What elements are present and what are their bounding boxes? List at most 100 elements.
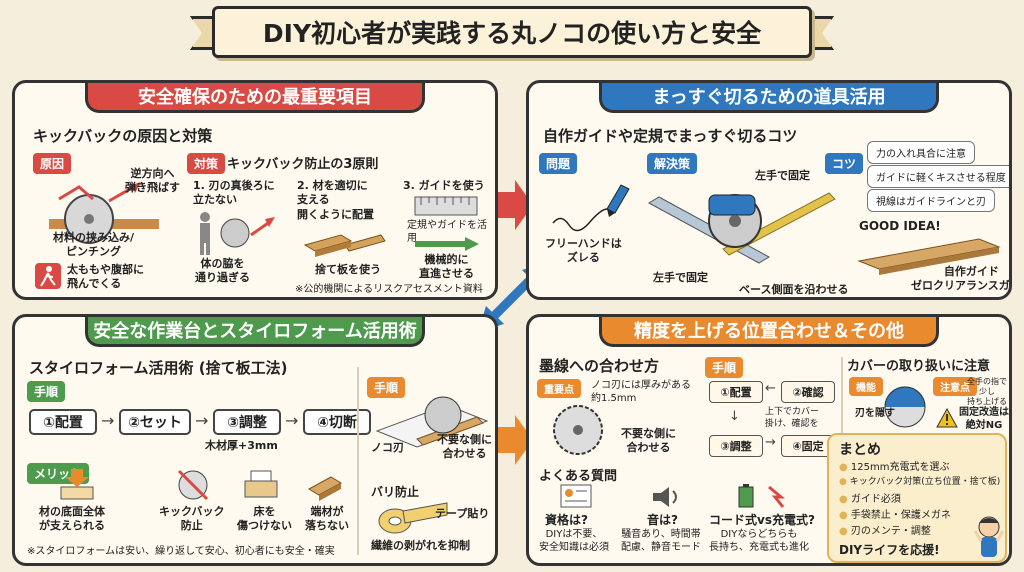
- person-cheer-icon: [973, 516, 1005, 557]
- pen-drawing-icon: [552, 184, 630, 232]
- problem-tag: 問題: [539, 153, 578, 174]
- summary-item-3: ● ガイド必須: [839, 494, 901, 505]
- tip-2: ガイドに軽くキスさせる程度: [867, 165, 1009, 188]
- flow-arrow-1: ←: [765, 381, 776, 396]
- summary-item-2: ● キックバック対策(立ち位置・捨て板): [839, 477, 1001, 487]
- cause-tag: 原因: [33, 153, 72, 174]
- kickback-panel-header: 安全確保のための最重要項目: [85, 83, 425, 113]
- bullet-icon: ●: [839, 494, 851, 505]
- arrow-right-orange-icon: [493, 415, 533, 465]
- fiber-text: 繊維の剥がれを抑制: [371, 539, 470, 552]
- guide-text: 自作ガイド ゼロクリアランスガイド: [911, 265, 1010, 292]
- precision-header: 精度を上げる位置合わせ＆その他: [599, 317, 939, 347]
- step-4: ④切断: [303, 409, 371, 435]
- jig-board-icon: [857, 238, 1001, 275]
- flow-arrow-3: →: [765, 435, 776, 450]
- summary-item-5: ● 刃のメンテ・調整: [839, 526, 931, 537]
- unneeded-side-text: 不要な側に 合わせる: [437, 433, 492, 460]
- ink-line-title: 墨線への合わせ方: [539, 357, 660, 375]
- tip-1: 力の入れ具合に注意: [867, 141, 975, 164]
- unneeded-side-text-2: 不要な側に 合わせる: [621, 427, 676, 454]
- support-down-icon: [60, 469, 94, 500]
- offcut-icon: [307, 476, 343, 501]
- tip-3: 視線はガイドラインと刃: [867, 189, 995, 212]
- caution-tag: 注意点: [933, 377, 977, 396]
- rule-2-text: 2. 材を適切に 支える 開くように配置: [297, 179, 374, 221]
- precision-panel: 精度を上げる位置合わせ＆その他 墨線への合わせ方 重要点 ノコ刃には厚みがある …: [526, 314, 1012, 566]
- cause-injury-text: 太ももや腹部に 飛んでくる: [67, 263, 144, 291]
- thickness-text: 木材厚+3mm: [205, 439, 278, 452]
- step-1: ①配置: [29, 409, 97, 435]
- bullet-icon: ●: [839, 462, 851, 473]
- styrofoam-note: ※スタイロフォームは安い、繰り返して安心、初心者にも安全・確実: [27, 546, 335, 557]
- faq-title: よくある質問: [539, 469, 618, 484]
- merit-1: 材の底面全体 が支えられる: [39, 505, 105, 532]
- base-along-text: ベース側面を沿わせる: [739, 283, 849, 296]
- left-fix-top: 左手で固定: [755, 169, 810, 182]
- burr-title: バリ防止: [371, 485, 420, 499]
- rule-1-sub: 体の脇を 通り過ぎる: [195, 257, 250, 284]
- tips-tag: コツ: [825, 153, 864, 174]
- summary-title: まとめ: [839, 442, 881, 458]
- function-tag: 機能: [849, 377, 883, 396]
- summary-item-1: ● 125mm充電式を選ぶ: [839, 462, 950, 473]
- steps-tag: 手順: [27, 381, 66, 402]
- bullet-icon: ●: [839, 510, 851, 521]
- step-arrow-2: →: [195, 411, 209, 430]
- kickback-prevent-icon: [177, 469, 209, 501]
- flow-4: ④固定: [781, 435, 835, 457]
- certificate-icon: [560, 484, 592, 508]
- rule-3-mid: 定規やガイドを活用: [407, 220, 487, 244]
- blade-thickness-text: ノコ刃には厚みがある 約1.5mm: [591, 380, 691, 404]
- speaker-icon: [653, 487, 677, 507]
- caution-ng-text: 固定改造は 絶対NG: [959, 407, 1009, 431]
- key-point-tag: 重要点: [537, 379, 581, 398]
- step-3: ③調整: [213, 409, 281, 435]
- cover-title: カバーの取り扱いに注意: [847, 359, 991, 374]
- panel4-divider: [841, 357, 843, 457]
- kickback-panel: 安全確保のための最重要項目 キックバックの原因と対策 原因 逆方向へ 弾き飛ばす…: [12, 80, 498, 300]
- faq-1-q: 資格は?: [545, 513, 588, 527]
- person-beside-blade-icon: [200, 212, 275, 255]
- step-2: ②セット: [119, 409, 191, 435]
- straight-cut-header: まっすぐ切るための道具活用: [599, 83, 939, 113]
- panel-divider: [357, 367, 359, 555]
- circular-saw-blade-icon: [49, 182, 159, 244]
- kickback-note: ※公的機関によるリスクアセスメント資料: [295, 284, 483, 295]
- good-idea-text: GOOD IDEA!: [859, 219, 941, 233]
- support-text: DIYライフを応援!: [839, 543, 940, 557]
- arrow-right-icon: [493, 180, 533, 230]
- bullet-icon: ●: [839, 526, 851, 537]
- straight-cut-subtitle: 自作ガイドや定規でまっすぐ切るコツ: [543, 127, 798, 145]
- blade-on-board-icon: [375, 396, 489, 448]
- styrofoam-subtitle: スタイロフォーム活用術 (捨て板工法): [29, 359, 288, 377]
- summary-item-4: ● 手袋禁止・保護メガネ: [839, 510, 951, 521]
- flow-3: ③調整: [709, 435, 763, 457]
- blade-cover-icon: [884, 386, 926, 428]
- rule-1-text: 1. 刃の真後ろに 立たない: [193, 179, 275, 207]
- problem-text: フリーハンドは ズレる: [545, 237, 622, 264]
- summary-box: まとめ ● 125mm充電式を選ぶ ● キックバック対策(立ち位置・捨て板) ●…: [827, 433, 1007, 563]
- battery-plug-icon: [738, 484, 786, 508]
- faq-2-q: 音は?: [647, 513, 678, 527]
- step-arrow-1: →: [101, 411, 115, 430]
- flow-arrow-2: ↓: [729, 409, 740, 424]
- kickback-subtitle: キックバックの原因と対策: [33, 127, 213, 145]
- cause-pinching-text: 材料の挟み込み/ ピンチング: [53, 231, 135, 258]
- faq-1-a: DIYは不要、 安全知識は必須: [539, 529, 609, 553]
- rule-3-sub: 機械的に 直進させる: [419, 253, 474, 280]
- circular-saw-with-guide-icon: [647, 192, 836, 264]
- left-fix-bottom: 左手で固定: [653, 271, 708, 284]
- bullet-icon: ●: [839, 477, 850, 487]
- flow-2: ②確認: [781, 381, 835, 403]
- styrofoam-panel: 安全な作業台とスタイロフォーム活用術 スタイロフォーム活用術 (捨て板工法) 手…: [12, 314, 498, 566]
- merit-4: 端材が 落ちない: [305, 505, 349, 532]
- arrow-green-icon: [415, 237, 479, 251]
- tape-roll-icon: [378, 502, 448, 534]
- boards-icon: [303, 234, 386, 257]
- flow-note: 上下でカバー 掛け、確認を: [765, 407, 820, 429]
- measure-title: キックバック防止の3原則: [227, 157, 379, 172]
- faq-3-a: DIYならどちらも 長持ち、充電式も進化: [709, 529, 809, 553]
- warning-person-icon: [35, 263, 61, 289]
- faq-2-a: 騒音あり、時間帯 配慮、静音モード: [621, 529, 701, 553]
